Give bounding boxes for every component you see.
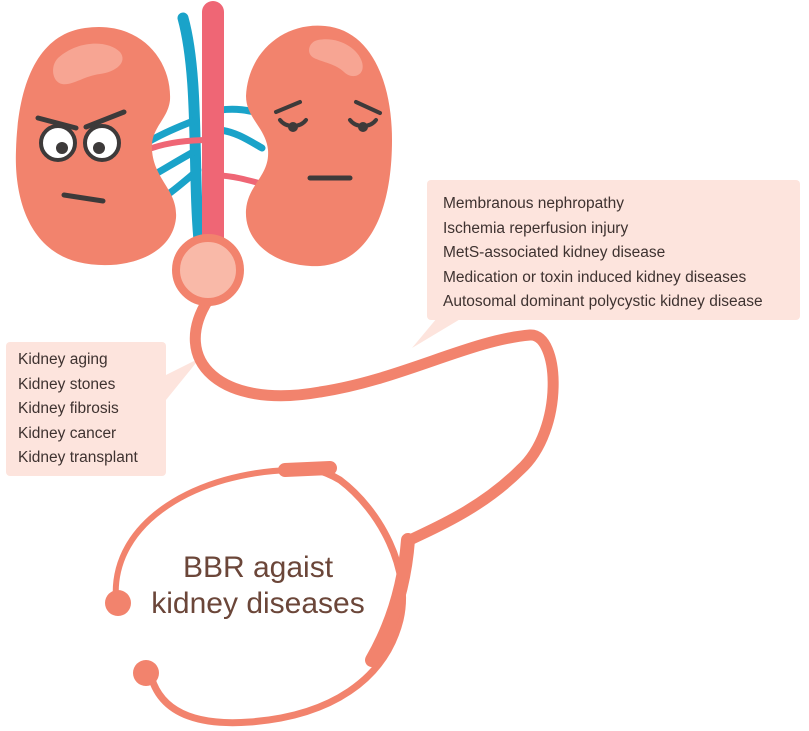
vein-main (177, 12, 206, 256)
stethoscope-stem (365, 533, 415, 667)
right-disease-callout: Membranous nephropathy Ischemia reperfus… (427, 180, 800, 320)
stethoscope (112, 294, 559, 727)
left-pupil (56, 142, 68, 154)
stethoscope-neck (278, 461, 337, 477)
left-brow (274, 100, 302, 114)
list-item: Kidney aging (18, 351, 108, 368)
list-item: Membranous nephropathy (443, 195, 624, 212)
list-item: Kidney transplant (18, 449, 138, 466)
right-kidney-highlight (309, 39, 363, 77)
list-item: Kidney fibrosis (18, 400, 119, 417)
right-kidney-body (245, 25, 392, 267)
blood-vessels (144, 1, 266, 256)
list-item: Autosomal dominant polycystic kidney dis… (443, 293, 763, 310)
left-kidney-highlight (53, 43, 123, 85)
left-eye (39, 124, 77, 162)
right-kidney-worried (245, 25, 392, 267)
list-item: Ischemia reperfusion injury (443, 219, 629, 237)
left-kidney-angry (15, 26, 177, 266)
center-title-line-2: kidney diseases (151, 587, 365, 620)
angry-face (35, 109, 127, 204)
left-pupil (288, 122, 298, 132)
center-title-line-1: BBR agaist (182, 551, 334, 584)
center-title: BBR agaist kidney diseases (118, 550, 398, 622)
left-disease-callout: Kidney aging Kidney stones Kidney fibros… (6, 342, 166, 476)
stethoscope-loop (112, 467, 295, 603)
stethoscope-tube (189, 294, 559, 546)
list-item: Kidney stones (18, 375, 116, 393)
list-item: MetS-associated kidney disease (443, 244, 666, 261)
list-item: Kidney cancer (18, 424, 117, 442)
list-item: Medication or toxin induced kidney disea… (443, 268, 747, 286)
stethoscope-lower-arc (146, 465, 407, 727)
right-callout-pointer (412, 318, 462, 348)
right-pupil (93, 142, 105, 154)
worried-face (274, 100, 382, 181)
vessel-junction-ring (172, 234, 244, 306)
stethoscope-earpiece-bottom (133, 660, 159, 686)
right-pupil (358, 122, 368, 132)
artery-left-branch (149, 137, 213, 151)
mouth (61, 192, 106, 204)
stethoscope-earpiece-top (105, 590, 131, 616)
left-brow (35, 115, 79, 131)
vein-right-branch-2 (216, 126, 266, 152)
right-brow (83, 109, 127, 130)
right-brow (354, 100, 382, 115)
